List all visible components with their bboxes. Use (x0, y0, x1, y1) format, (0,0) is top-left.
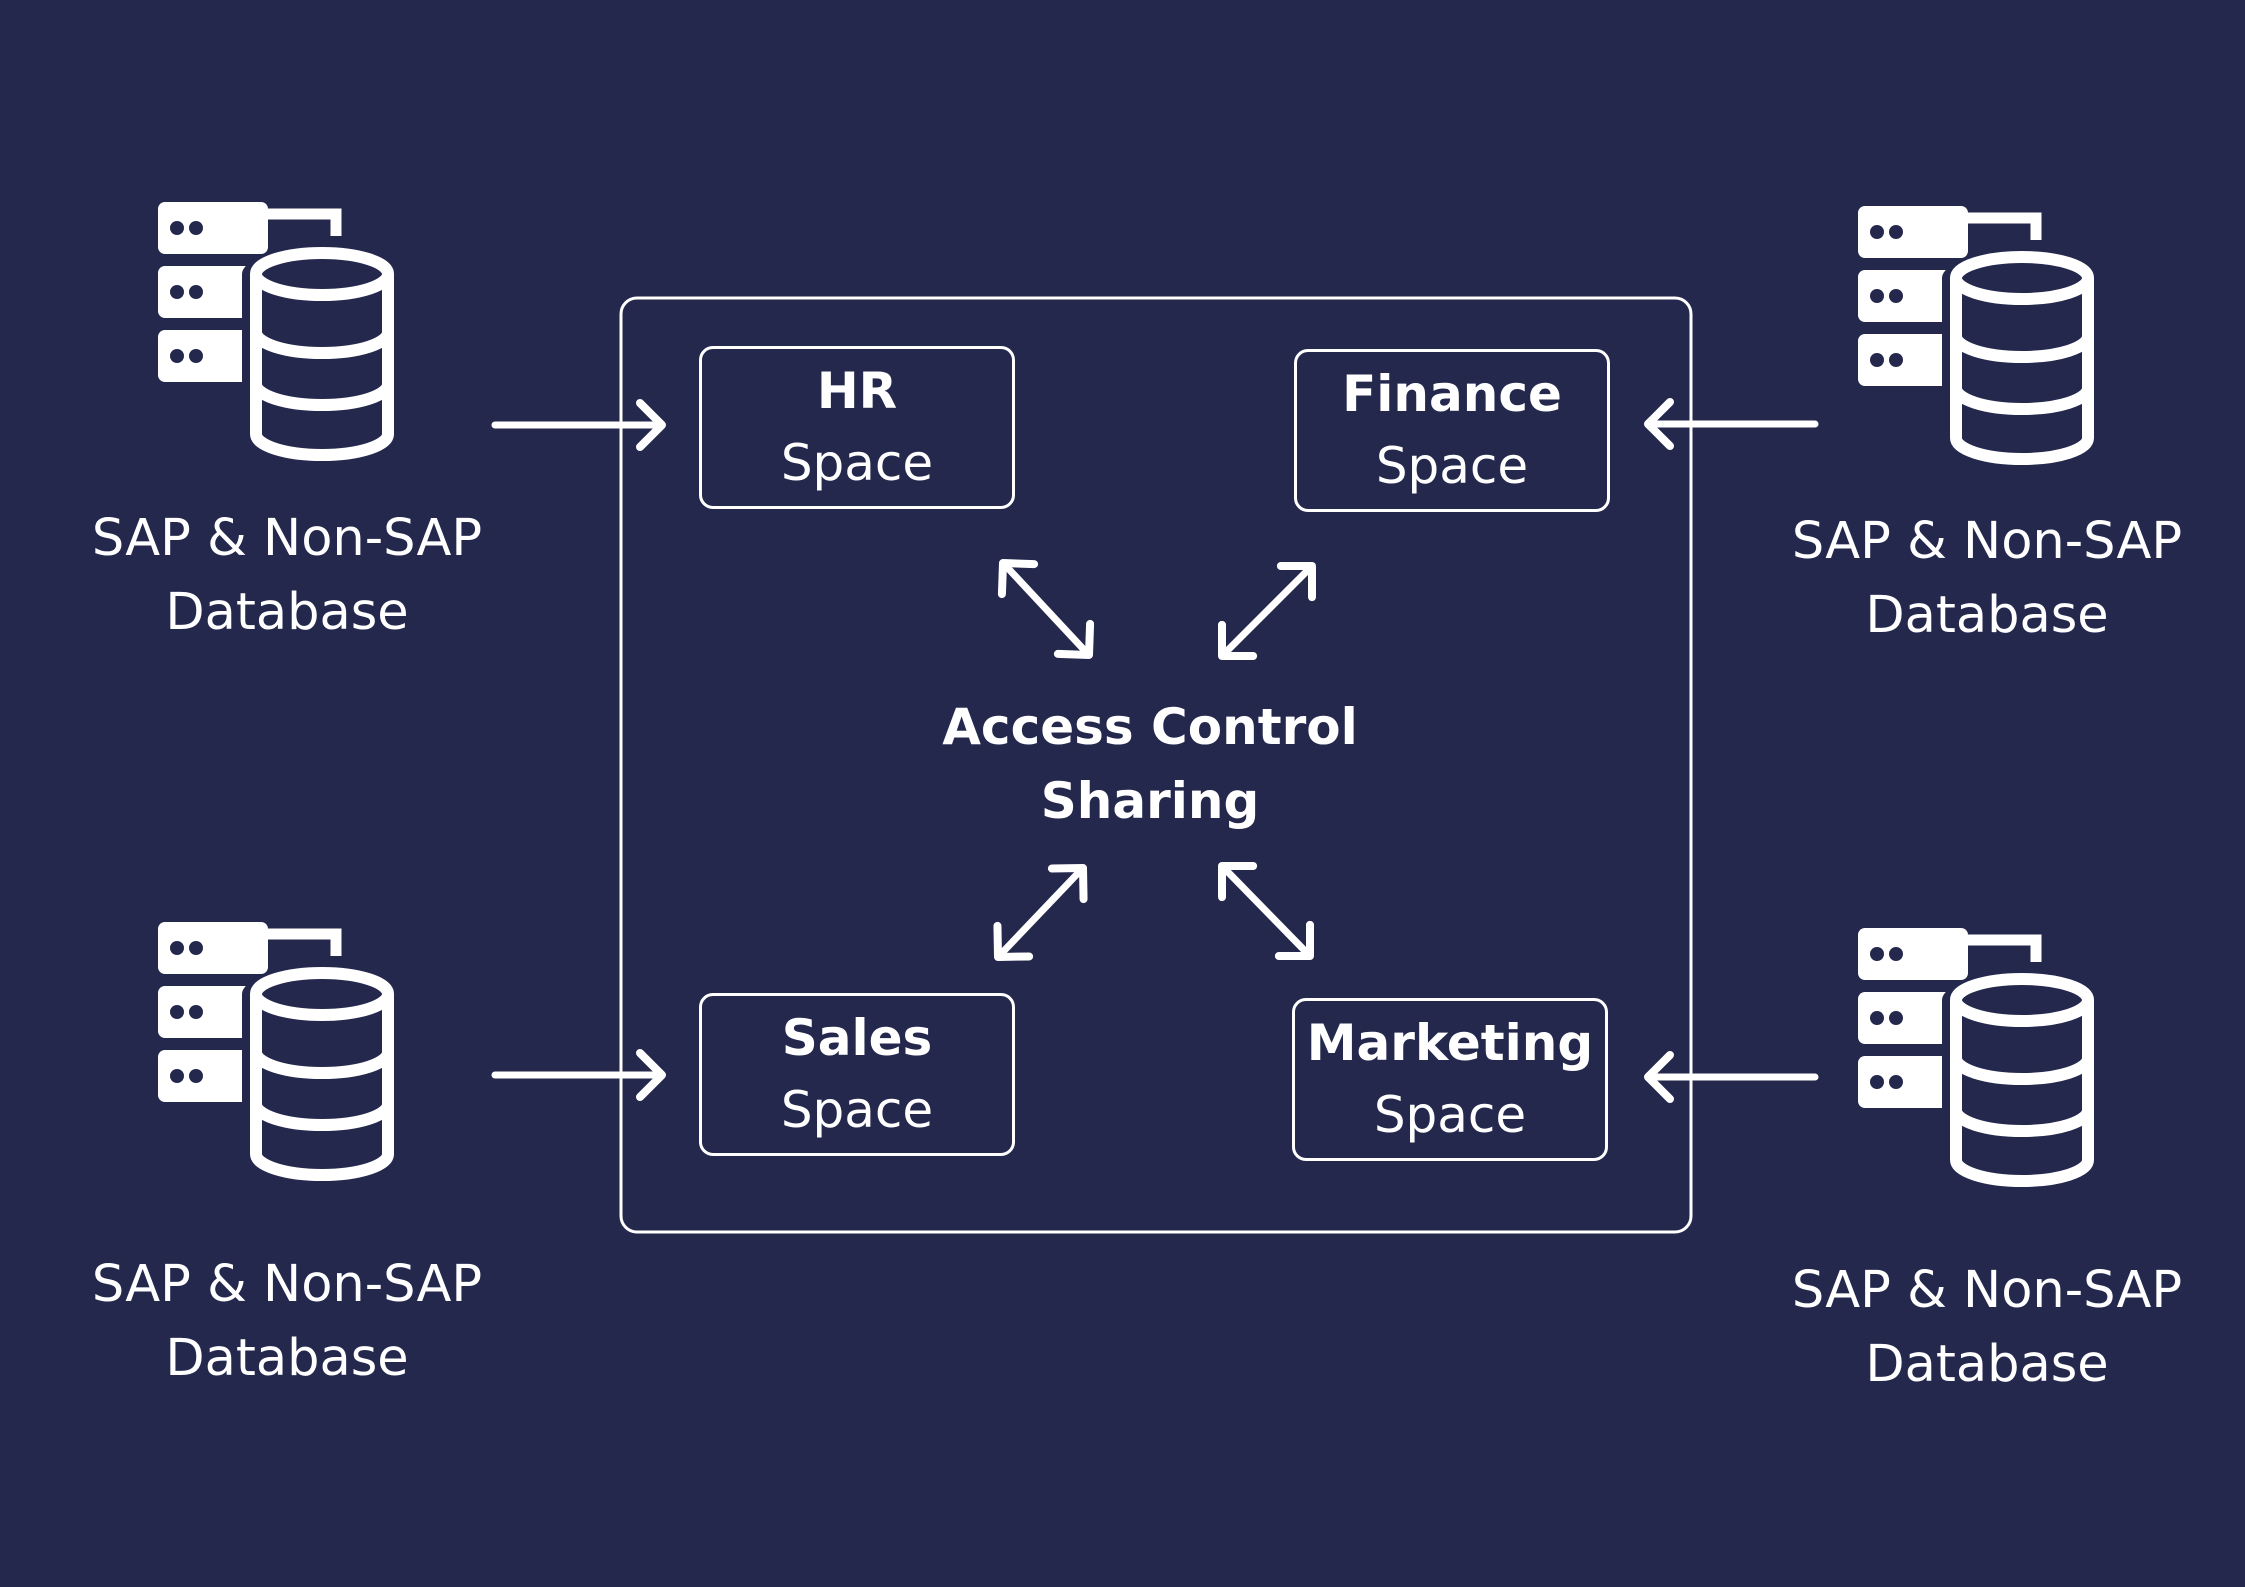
marketing-space-box: Marketing Space (1292, 998, 1608, 1161)
database-label-line2: Database (165, 1329, 409, 1388)
database-label-line2: Database (1865, 1335, 2109, 1394)
database-label: SAP & Non-SAP Database (37, 502, 537, 650)
database-label-line1: SAP & Non-SAP (1791, 1261, 2183, 1320)
database-label: SAP & Non-SAP Database (1737, 1254, 2237, 1402)
database-label-line2: Database (165, 583, 409, 642)
server-database-icon (158, 202, 402, 460)
database-label-line1: SAP & Non-SAP (1791, 512, 2183, 571)
space-name: Marketing (1306, 1014, 1594, 1072)
database-label: SAP & Non-SAP Database (1737, 505, 2237, 653)
center-label-line1: Access Control (942, 698, 1358, 756)
space-name: Finance (1342, 365, 1562, 423)
finance-space-box: Finance Space (1294, 349, 1610, 512)
database-label-line1: SAP & Non-SAP (91, 509, 483, 568)
sales-space-box: Sales Space (699, 993, 1015, 1156)
arrow-to-finance-space (1648, 402, 1819, 446)
space-sub: Space (1375, 437, 1529, 495)
arrow-to-sales-space (491, 1053, 662, 1097)
double-arrow-finance (1206, 550, 1327, 671)
arrow-to-marketing-space (1648, 1055, 1819, 1099)
double-arrow-marketing (1206, 850, 1325, 971)
server-database-icon (158, 922, 402, 1180)
access-control-sharing-label: Access Control Sharing (850, 690, 1450, 838)
space-name: Sales (781, 1009, 933, 1067)
hr-space-box: HR Space (699, 346, 1015, 509)
space-sub: Space (780, 434, 934, 492)
double-arrow-hr (987, 548, 1105, 670)
arrow-to-hr-space (491, 403, 662, 447)
server-database-icon (1858, 928, 2102, 1186)
space-name: HR (816, 362, 898, 420)
server-database-icon (1858, 206, 2102, 464)
space-sub: Space (1373, 1086, 1527, 1144)
space-sub: Space (780, 1081, 934, 1139)
double-arrow-sales (982, 853, 1099, 973)
database-label-line1: SAP & Non-SAP (91, 1255, 483, 1314)
center-label-line2: Sharing (1040, 772, 1260, 830)
database-label-line2: Database (1865, 586, 2109, 645)
database-label: SAP & Non-SAP Database (37, 1248, 537, 1396)
access-container (619, 296, 1693, 1234)
